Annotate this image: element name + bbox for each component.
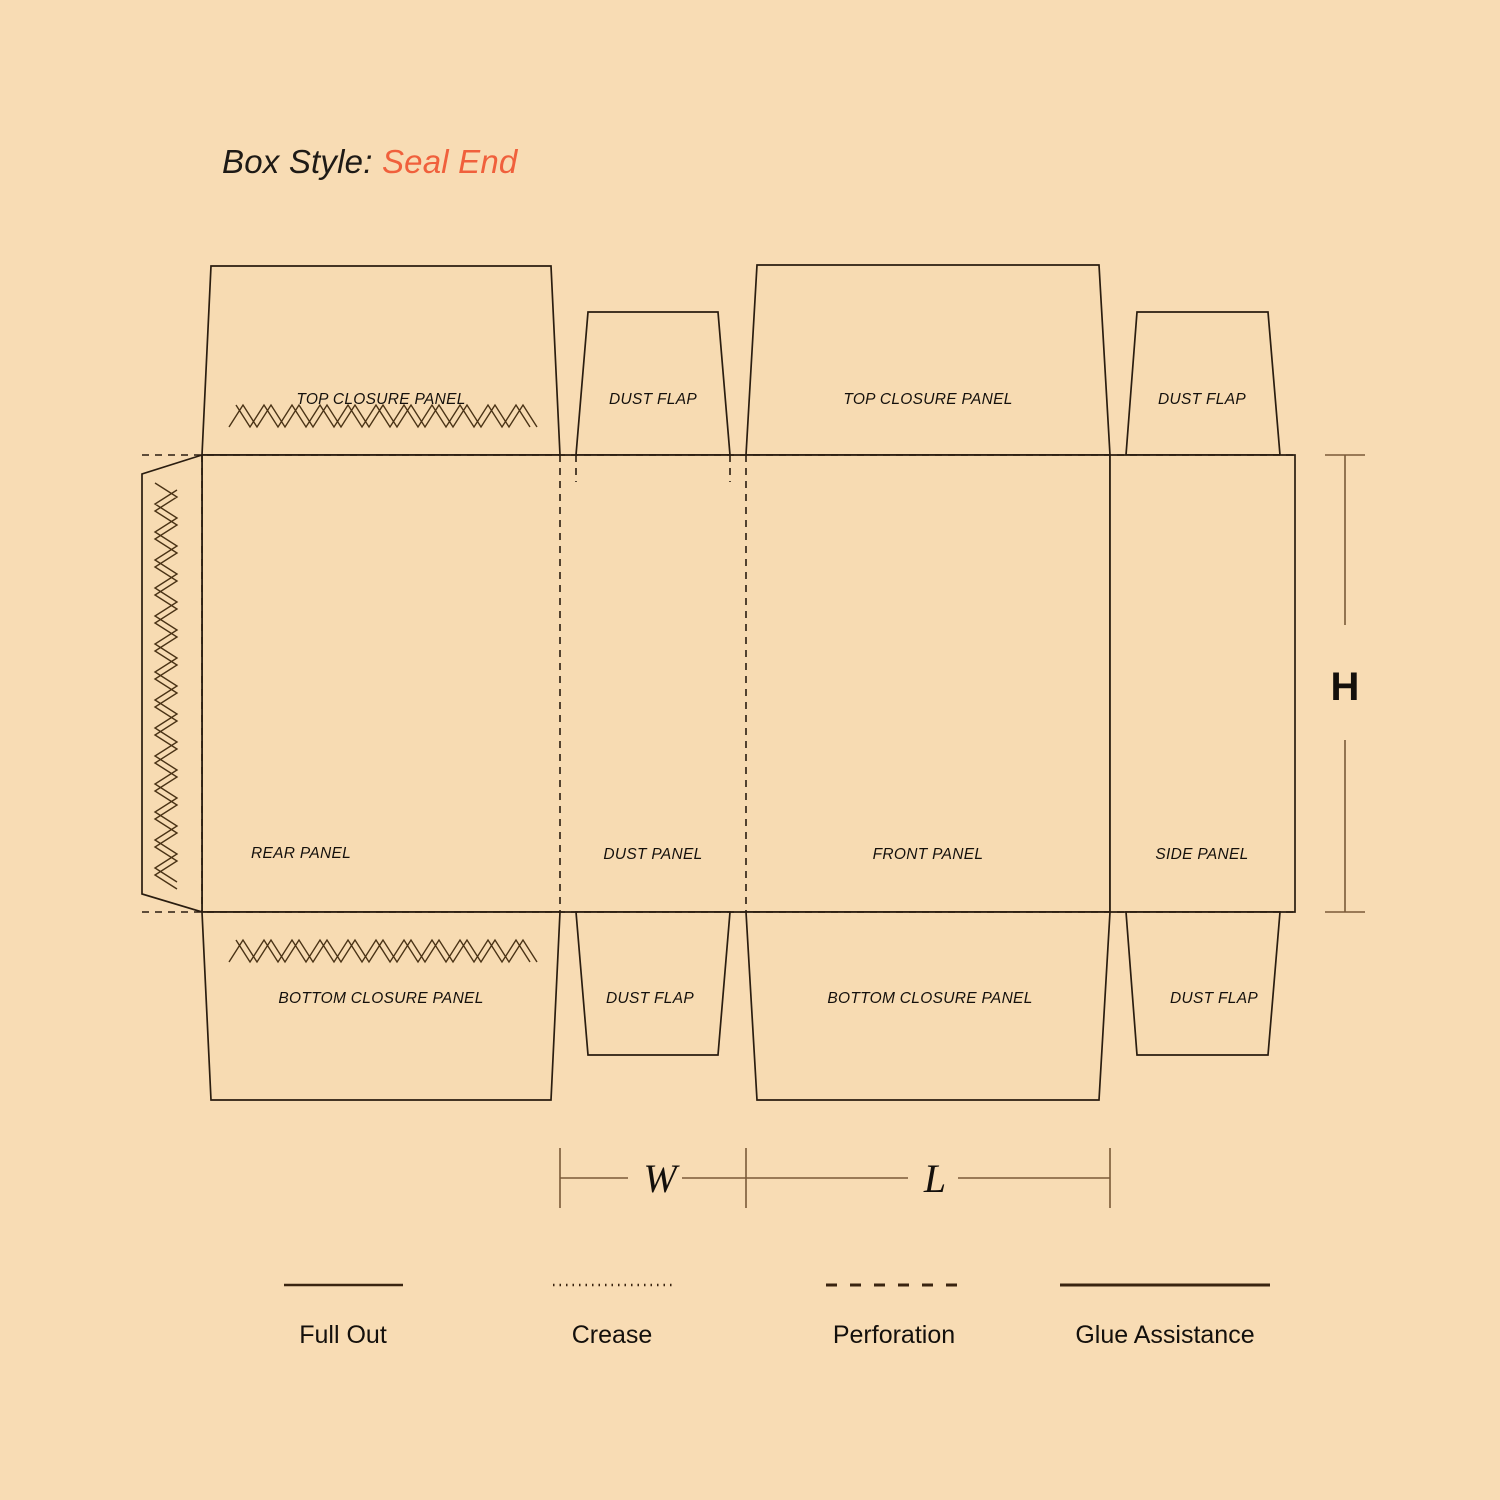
dimension-width-label: W (643, 1156, 680, 1201)
label-bottom-closure-left: BOTTOM CLOSURE PANEL (278, 990, 483, 1007)
panel-top-closure-left-shape (201, 265, 561, 456)
legend-item-full-out: Full Out (284, 1283, 403, 1349)
dimension-height-label: H (1331, 665, 1360, 709)
dimension-height: H (1325, 454, 1365, 913)
dimension-length: L (746, 1148, 1111, 1208)
legend: Full Out Crease Perforation Glue Assista… (284, 1283, 1270, 1349)
panel-top-closure-right-shape (745, 264, 1111, 456)
title-prefix: Box Style: (222, 143, 373, 180)
label-dust-flap-bot-right: DUST FLAP (1170, 990, 1258, 1007)
legend-label-perforation: Perforation (833, 1321, 955, 1349)
title-style-name: Seal End (381, 143, 518, 180)
legend-item-crease: Crease (553, 1283, 672, 1349)
label-dust-flap-bot-left: DUST FLAP (606, 990, 694, 1007)
label-top-closure-right: TOP CLOSURE PANEL (843, 391, 1012, 408)
panel-body-block-shape (201, 454, 1111, 913)
glue-zigzag-left-flap (153, 482, 179, 890)
dimension-length-label: L (923, 1156, 946, 1201)
panel-dust-flap-bot-right-shape (1125, 911, 1281, 1056)
legend-label-crease: Crease (572, 1321, 653, 1349)
panel-dust-flap-top-left-shape (575, 311, 731, 456)
label-front-panel: FRONT PANEL (873, 846, 984, 863)
legend-item-perforation: Perforation (826, 1283, 962, 1349)
legend-item-glue-assistance: Glue Assistance (1060, 1283, 1270, 1349)
label-dust-panel: DUST PANEL (603, 846, 702, 863)
label-top-closure-left: TOP CLOSURE PANEL (296, 391, 465, 408)
label-rear-panel: REAR PANEL (251, 845, 351, 862)
label-dust-flap-top-right: DUST FLAP (1158, 391, 1246, 408)
dimension-width: W (559, 1148, 747, 1208)
glue-zigzag-top-closure-left (228, 403, 538, 429)
page-title: Box Style: Seal End (222, 143, 518, 181)
label-dust-flap-top-left: DUST FLAP (609, 391, 697, 408)
panel-bottom-closure-left-shape (201, 911, 561, 1101)
panel-dust-flap-top-right-shape (1125, 311, 1281, 456)
label-bottom-closure-right: BOTTOM CLOSURE PANEL (827, 990, 1032, 1007)
panel-dust-flap-bot-left-shape (575, 911, 731, 1056)
legend-label-full-out: Full Out (299, 1321, 387, 1349)
panel-side-panel-shape (1109, 454, 1296, 913)
legend-label-glue-assistance: Glue Assistance (1075, 1321, 1254, 1349)
glue-zigzag-bottom-closure-left (228, 938, 538, 964)
label-side-panel: SIDE PANEL (1155, 846, 1248, 863)
